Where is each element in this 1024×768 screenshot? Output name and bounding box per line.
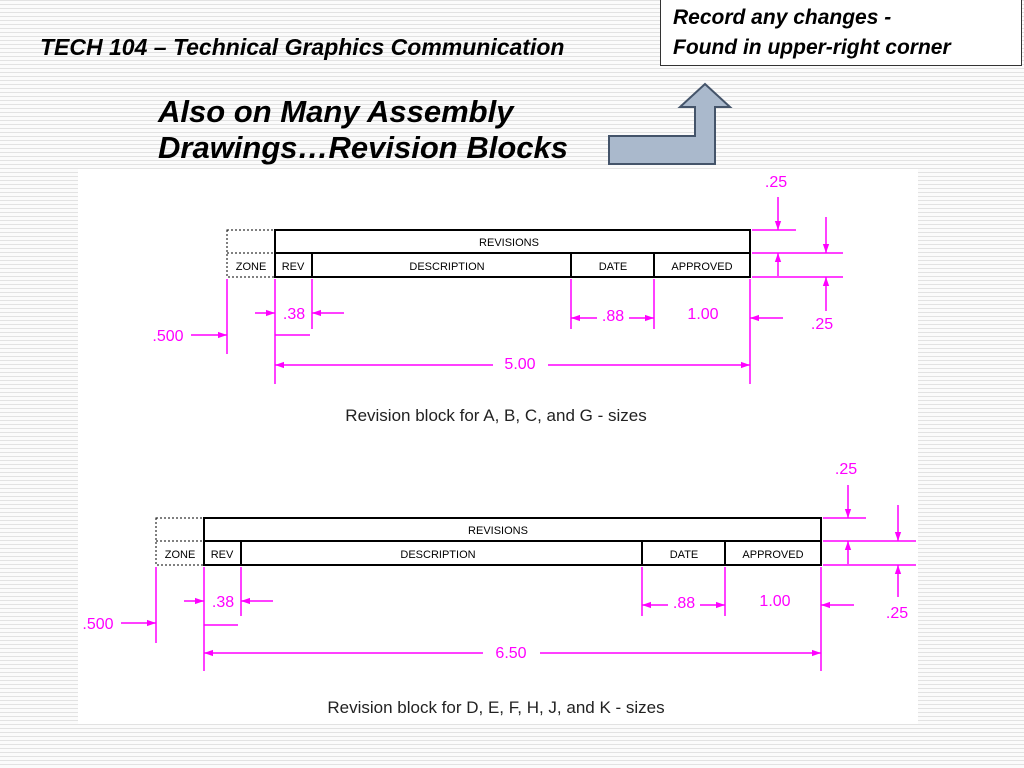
zone-outline bbox=[155, 517, 205, 566]
heading-line-1: Also on Many Assembly bbox=[158, 94, 514, 129]
slide-heading: Also on Many Assembly Drawings…Revision … bbox=[158, 94, 568, 166]
dim-bottom-row: .25 bbox=[811, 316, 833, 333]
revisions-header: REVISIONS bbox=[479, 237, 539, 249]
dim-rev: .38 bbox=[283, 306, 305, 323]
rev-label: REV bbox=[211, 549, 234, 561]
zone-label: ZONE bbox=[165, 549, 196, 561]
heading-line-2: Drawings…Revision Blocks bbox=[158, 130, 569, 165]
course-title: TECH 104 – Technical Graphics Communicat… bbox=[40, 34, 565, 60]
revision-block-figure: REVISIONS ZONE REV DESCRIPTION DATE APPR… bbox=[78, 169, 918, 724]
zone-outline bbox=[226, 229, 276, 278]
description-label: DESCRIPTION bbox=[409, 261, 484, 273]
callout-line-1: Record any changes - bbox=[673, 6, 892, 29]
date-label: DATE bbox=[599, 261, 628, 273]
revision-block-2: REVISIONS ZONE REV DESCRIPTION DATE APPR… bbox=[82, 461, 916, 717]
approved-label: APPROVED bbox=[671, 261, 732, 273]
dim-total: 5.00 bbox=[504, 356, 535, 373]
dim-top-row: .25 bbox=[765, 174, 787, 191]
dim-top-row: .25 bbox=[835, 461, 857, 478]
dim-approved: 1.00 bbox=[687, 306, 718, 323]
dim-date: .88 bbox=[673, 595, 695, 612]
revision-block-1: REVISIONS ZONE REV DESCRIPTION DATE APPR… bbox=[152, 174, 843, 425]
up-arrow-icon bbox=[608, 82, 733, 165]
dim-zone: .500 bbox=[82, 616, 113, 633]
dim-zone: .500 bbox=[152, 328, 183, 345]
up-arrow-shape bbox=[608, 82, 733, 165]
approved-label: APPROVED bbox=[742, 549, 803, 561]
description-label: DESCRIPTION bbox=[400, 549, 475, 561]
changes-callout: Record any changes - Found in upper-righ… bbox=[660, 0, 1022, 66]
zone-label: ZONE bbox=[236, 261, 267, 273]
block-caption: Revision block for D, E, F, H, J, and K … bbox=[327, 698, 664, 717]
dim-rev: .38 bbox=[212, 594, 234, 611]
dim-approved: 1.00 bbox=[759, 593, 790, 610]
rev-label: REV bbox=[282, 261, 305, 273]
dim-date: .88 bbox=[602, 308, 624, 325]
block-caption: Revision block for A, B, C, and G - size… bbox=[345, 406, 646, 425]
revisions-header: REVISIONS bbox=[468, 525, 528, 537]
date-label: DATE bbox=[670, 549, 699, 561]
callout-line-2: Found in upper-right corner bbox=[673, 36, 951, 59]
dimension-lines bbox=[191, 197, 843, 384]
dim-bottom-row: .25 bbox=[886, 605, 908, 622]
dimension-lines bbox=[121, 485, 916, 671]
dim-total: 6.50 bbox=[495, 645, 526, 662]
